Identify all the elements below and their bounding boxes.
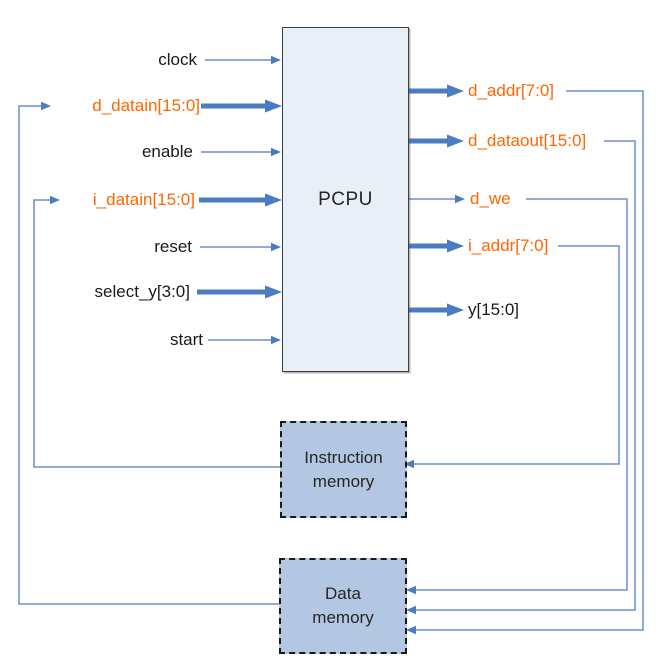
wire-d-dataout-to-data-memory xyxy=(413,140,636,611)
instruction-memory-block: Instruction memory xyxy=(280,421,407,518)
arrowhead-into-data-memory-3 xyxy=(406,625,416,635)
arrowhead-into-data-memory-2 xyxy=(406,605,416,615)
thin-arrowheads xyxy=(41,55,465,635)
output-label-d-addr: d_addr[7:0] xyxy=(468,81,555,100)
arrowhead-i-datain-feedback xyxy=(50,195,60,205)
arrowhead-enable xyxy=(271,147,281,157)
wire-d-we-to-data-memory xyxy=(413,198,628,591)
pcpu-label: PCPU xyxy=(318,188,373,210)
output-label-d-dataout: d_dataout[15:0] xyxy=(468,131,587,150)
wire-i-addr-to-instruction-memory xyxy=(411,245,620,465)
bus-arrows xyxy=(197,84,464,317)
input-label-d-datain: d_datain[15:0] xyxy=(92,96,200,115)
instruction-memory-label: Instruction memory xyxy=(304,447,383,491)
output-label-y: y[15:0] xyxy=(468,300,520,319)
arrowhead-d-datain-feedback xyxy=(41,101,51,111)
wire-instruction-memory-to-i-datain xyxy=(33,199,280,468)
bus-arrow-y xyxy=(409,303,464,317)
wire-d-addr-to-data-memory xyxy=(413,90,644,631)
arrowhead-d-we xyxy=(455,194,465,204)
arrowhead-clock xyxy=(271,55,281,65)
data-memory-block: Data memory xyxy=(279,558,407,654)
input-label-enable: enable xyxy=(141,142,193,161)
wire-data-memory-to-d-datain xyxy=(18,105,279,605)
arrowhead-into-instruction-memory xyxy=(404,459,414,469)
arrowhead-into-data-memory-1 xyxy=(406,585,416,595)
arrowhead-reset xyxy=(271,242,281,252)
input-label-reset: reset xyxy=(154,237,192,256)
bus-arrow-d-dataout xyxy=(409,134,464,148)
pcpu-block: PCPU xyxy=(282,27,409,372)
bus-arrow-i-addr xyxy=(409,239,464,253)
input-label-clock: clock xyxy=(158,50,197,69)
data-memory-label: Data memory xyxy=(312,584,374,627)
output-label-i-addr: i_addr[7:0] xyxy=(468,236,549,255)
bus-arrow-select-y xyxy=(197,285,282,299)
arrowhead-start xyxy=(271,335,281,345)
bus-arrow-d-datain xyxy=(201,99,282,113)
input-label-start: start xyxy=(169,330,203,349)
output-label-d-we: d_we xyxy=(470,189,511,208)
bus-arrow-d-addr xyxy=(409,84,464,98)
input-label-i-datain: i_datain[15:0] xyxy=(92,190,195,209)
input-label-select-y: select_y[3:0] xyxy=(94,282,190,301)
bus-arrow-i-datain xyxy=(199,193,282,207)
